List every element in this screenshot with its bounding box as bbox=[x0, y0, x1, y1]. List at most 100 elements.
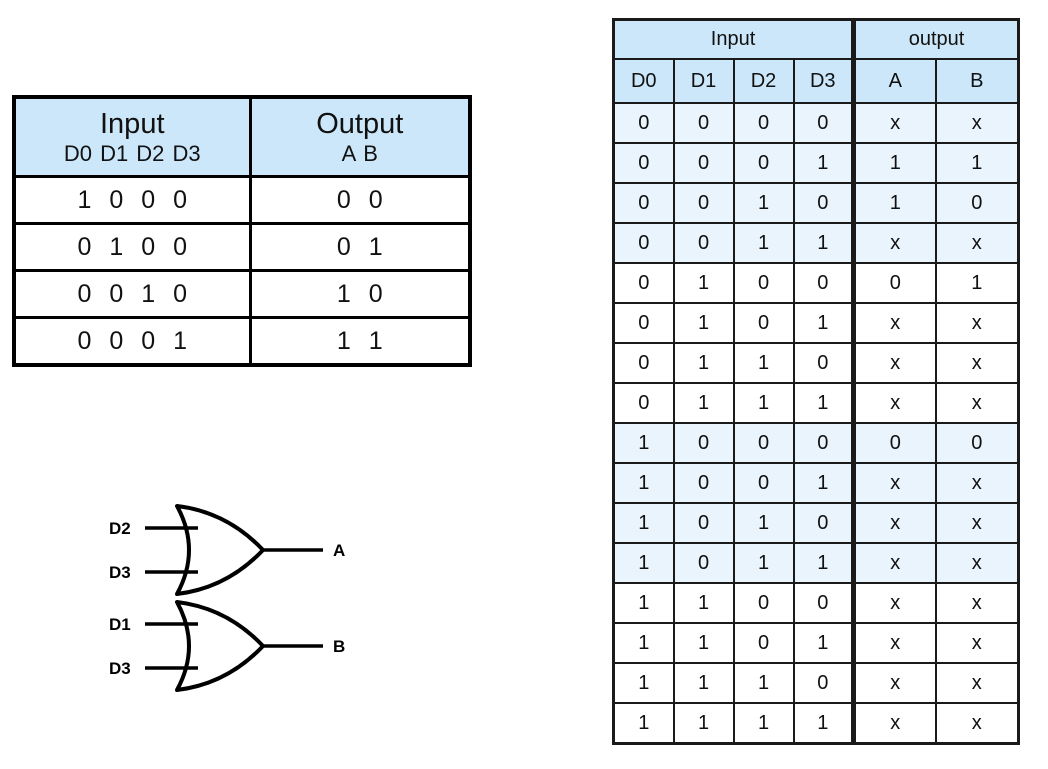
cell: 0 bbox=[732, 262, 795, 304]
gate-b-input1-label: D1 bbox=[109, 615, 131, 634]
or-gate-a: D2 D3 A bbox=[95, 503, 355, 598]
cell: 1 bbox=[672, 622, 735, 664]
cell: 0 bbox=[792, 422, 857, 464]
cell: 0 bbox=[672, 102, 735, 144]
cell: 0 bbox=[672, 422, 735, 464]
gate-a-input2-label: D3 bbox=[109, 563, 131, 582]
cell: 0 bbox=[732, 462, 795, 504]
input-values-cell: 0 0 1 0 bbox=[12, 269, 252, 319]
or-gate-shape bbox=[175, 504, 265, 596]
cell: x bbox=[852, 542, 937, 584]
or-gate-b-drawing: D1 D3 B bbox=[109, 600, 345, 692]
or-gate-b: D1 D3 B bbox=[95, 599, 355, 694]
output-values-cell: 1 0 bbox=[248, 269, 472, 319]
cell: x bbox=[934, 542, 1020, 584]
input-values-cell: 0 0 0 1 bbox=[12, 316, 252, 367]
cell: 1 bbox=[732, 182, 795, 224]
input-values-cell: 0 1 0 0 bbox=[12, 222, 252, 272]
cell: 1 bbox=[612, 422, 675, 464]
cell: 0 bbox=[934, 182, 1020, 224]
cell: 1 bbox=[732, 222, 795, 264]
cell: x bbox=[934, 622, 1020, 664]
input-header-label: Input bbox=[100, 108, 165, 141]
cell: 1 bbox=[672, 262, 735, 304]
cell: 1 bbox=[672, 302, 735, 344]
cell: 0 bbox=[852, 422, 937, 464]
small-table-output-header: Output A B bbox=[248, 95, 472, 178]
large-table-input-group-header: Input bbox=[612, 18, 857, 60]
col-header-d3: D3 bbox=[792, 58, 857, 104]
cell: 1 bbox=[672, 382, 735, 424]
col-header-d0: D0 bbox=[612, 58, 675, 104]
cell: 1 bbox=[612, 702, 675, 745]
cell: x bbox=[852, 462, 937, 504]
col-header-a: A bbox=[852, 58, 937, 104]
cell: 1 bbox=[612, 502, 675, 544]
input-header-columns: D0 D1 D2 D3 bbox=[63, 140, 201, 166]
cell: 0 bbox=[792, 582, 857, 624]
cell: x bbox=[852, 302, 937, 344]
cell: 1 bbox=[934, 262, 1020, 304]
cell: 0 bbox=[792, 502, 857, 544]
cell: x bbox=[852, 102, 937, 144]
gate-a-output-label: A bbox=[333, 541, 345, 560]
cell: 0 bbox=[792, 102, 857, 144]
cell: 1 bbox=[934, 142, 1020, 184]
cell: x bbox=[934, 102, 1020, 144]
cell: x bbox=[852, 702, 937, 745]
cell: x bbox=[934, 502, 1020, 544]
output-values-cell: 0 0 bbox=[248, 175, 472, 225]
cell: 1 bbox=[792, 302, 857, 344]
cell: 1 bbox=[672, 662, 735, 704]
gate-b-output-label: B bbox=[333, 637, 345, 656]
cell: 0 bbox=[732, 582, 795, 624]
cell: 1 bbox=[672, 702, 735, 745]
cell: 0 bbox=[612, 222, 675, 264]
cell: 1 bbox=[612, 622, 675, 664]
cell: x bbox=[852, 342, 937, 384]
cell: 0 bbox=[732, 302, 795, 344]
cell: 0 bbox=[732, 422, 795, 464]
cell: 0 bbox=[612, 382, 675, 424]
cell: x bbox=[934, 342, 1020, 384]
cell: 1 bbox=[732, 342, 795, 384]
or-gate-shape bbox=[175, 600, 265, 692]
small-table-header-row: Input D0 D1 D2 D3 Output A B bbox=[12, 95, 472, 178]
cell: x bbox=[852, 662, 937, 704]
output-header-label: Output bbox=[316, 108, 404, 141]
gate-a-input1-label: D2 bbox=[109, 519, 131, 538]
cell: 0 bbox=[792, 182, 857, 224]
cell: 1 bbox=[732, 542, 795, 584]
output-values-cell: 0 1 bbox=[248, 222, 472, 272]
small-table-input-header: Input D0 D1 D2 D3 bbox=[12, 95, 252, 178]
cell: x bbox=[934, 382, 1020, 424]
cell: 0 bbox=[672, 142, 735, 184]
output-header-columns: A B bbox=[341, 140, 378, 166]
cell: 1 bbox=[612, 462, 675, 504]
cell: 1 bbox=[792, 702, 857, 745]
large-table-column-header-row: D0 D1 D2 D3 A B bbox=[612, 58, 1020, 104]
cell: 0 bbox=[612, 302, 675, 344]
cell: 1 bbox=[852, 142, 937, 184]
cell: 0 bbox=[672, 462, 735, 504]
cell: 1 bbox=[792, 622, 857, 664]
cell: 1 bbox=[792, 462, 857, 504]
or-gate-a-drawing: D2 D3 A bbox=[109, 504, 345, 596]
